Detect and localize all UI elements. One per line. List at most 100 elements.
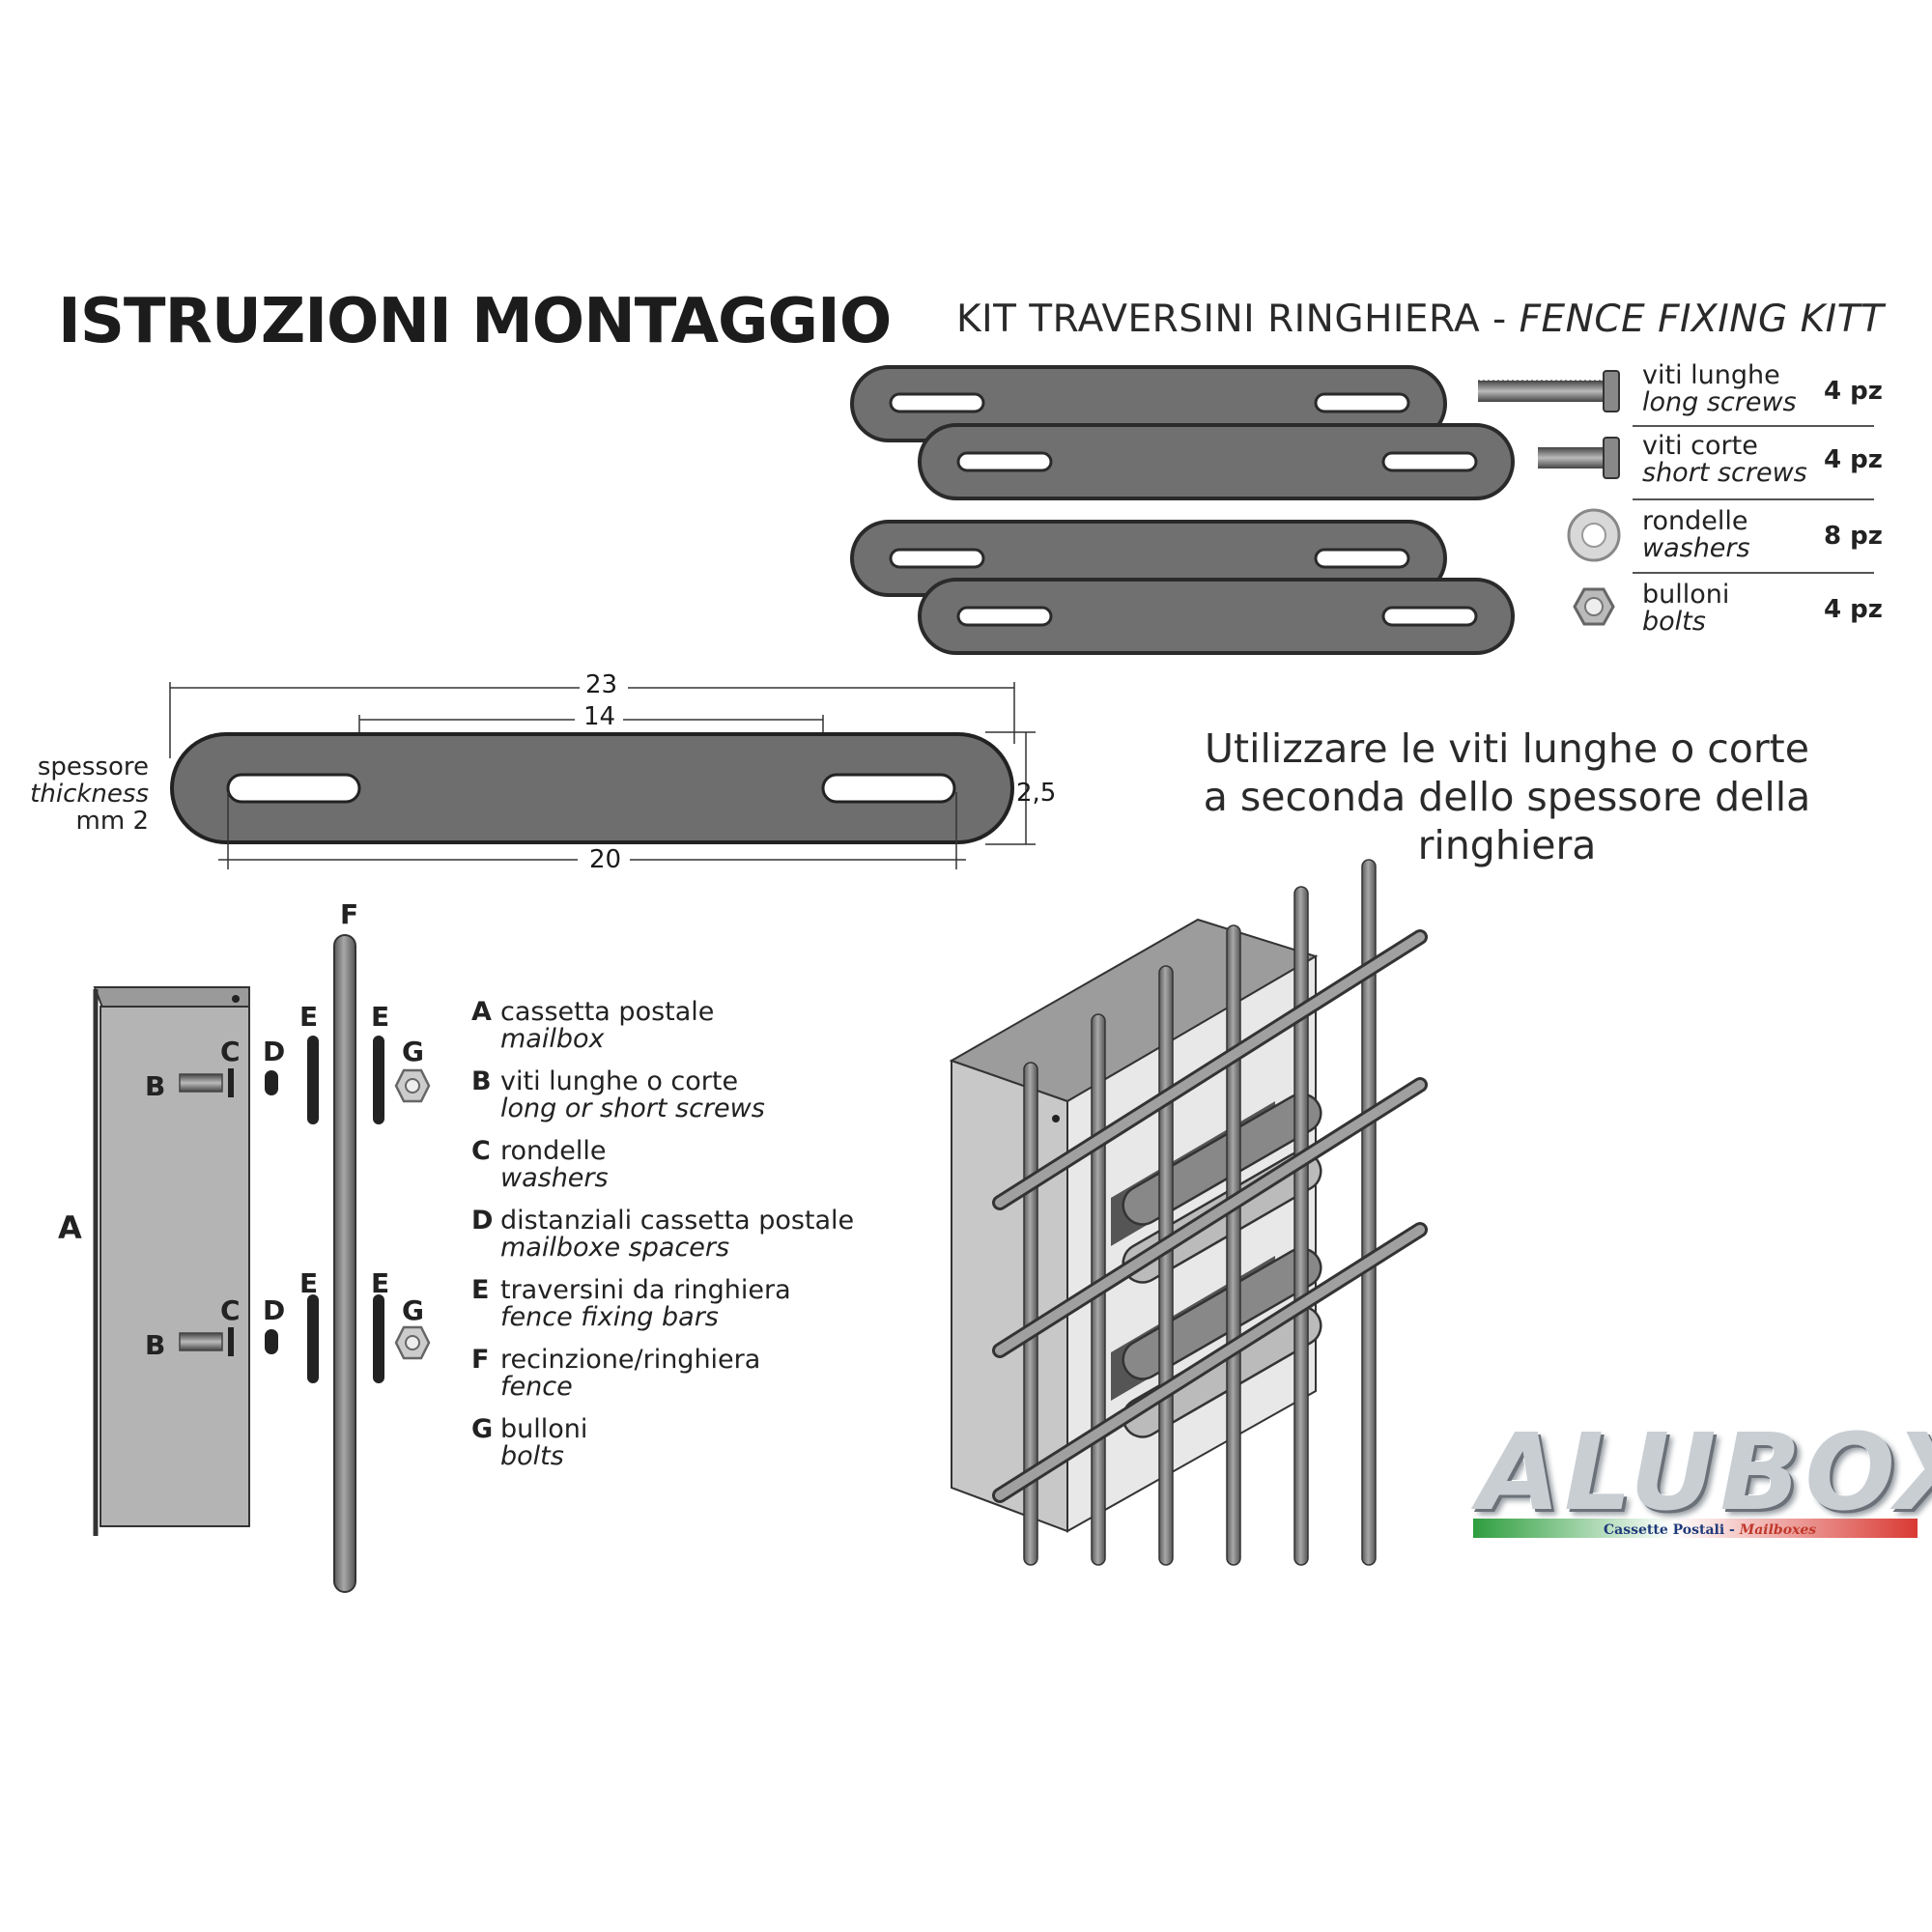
part-label-b: B (145, 1329, 166, 1361)
legend-label-en: mailboxe spacers (500, 1233, 730, 1263)
bar-right-bottom (373, 1294, 384, 1383)
dimension-hole-span: 20 (589, 845, 622, 874)
part-label-c: C (220, 1036, 241, 1067)
legend-label-en: fence (500, 1372, 573, 1402)
legend-letter: C (471, 1136, 491, 1166)
mailbox-side (93, 986, 250, 1536)
brand-tagline: Cassette Postali - Mailboxes (1604, 1522, 1816, 1538)
part-label-a: A (58, 1209, 82, 1246)
thickness-it: spessore (37, 753, 149, 781)
divider (1633, 572, 1874, 574)
legend-label-it: recinzione/ringhiera (500, 1345, 761, 1375)
divider (1633, 498, 1874, 500)
legend-label-it: rondelle (500, 1136, 607, 1166)
thickness-label: spessore thickness mm 2 (29, 753, 149, 835)
instruction-line-2: a seconda dello spessore della ringhiera (1203, 774, 1811, 868)
instruction-line-1: Utilizzare le viti lunghe o corte (1205, 725, 1809, 772)
exploded-side-view (93, 934, 431, 1593)
part-label-g: G (402, 1036, 424, 1067)
bar-right-top (373, 1036, 384, 1124)
thickness-value: mm 2 (75, 807, 149, 836)
legend-label-en: bolts (500, 1441, 564, 1471)
hardware-qty: 4 pz (1824, 445, 1883, 474)
part-label-e: E (299, 1267, 319, 1299)
fixing-bar (850, 520, 1447, 597)
hardware-label-it: bulloni (1642, 580, 1730, 610)
legend-letter: B (471, 1066, 492, 1096)
legend-letter: G (471, 1414, 494, 1444)
legend-letter: E (471, 1275, 490, 1305)
part-label-f: F (340, 898, 359, 930)
part-label-b: B (145, 1070, 166, 1102)
screw-bottom (179, 1327, 234, 1356)
page-title: ISTRUZIONI MONTAGGIO (58, 286, 892, 357)
kit-title-it: KIT TRAVERSINI RINGHIERA - (956, 298, 1520, 341)
hardware-qty: 4 pz (1824, 377, 1883, 406)
dimension-slot-spacing: 14 (583, 702, 616, 731)
nut-top (394, 1068, 431, 1103)
hardware-label-en: washers (1642, 533, 1750, 563)
part-label-d: D (263, 1294, 286, 1326)
bar-left-top (307, 1036, 319, 1124)
brand-tagline-en: Mailboxes (1739, 1522, 1817, 1538)
hardware-label-it: viti lunghe (1642, 360, 1780, 390)
legend-label-it: cassetta postale (500, 997, 715, 1027)
hardware-label-it: viti corte (1642, 431, 1758, 461)
spacer-bottom (265, 1329, 278, 1354)
hardware-item-long-screws: viti lunghe long screws (1642, 362, 1797, 416)
hardware-qty: 8 pz (1824, 522, 1883, 551)
part-label-e: E (371, 1001, 390, 1033)
hardware-item-short-screws: viti corte short screws (1642, 433, 1807, 487)
brand-logo: ALUBOX (1478, 1410, 1932, 1534)
legend-label-it: bulloni (500, 1414, 588, 1444)
nut-icon (1573, 587, 1615, 626)
kit-fixing-bars (850, 365, 1515, 655)
hardware-label-en: bolts (1642, 607, 1706, 637)
hardware-item-washers: rondelle washers (1642, 508, 1750, 562)
part-label-d: D (263, 1036, 286, 1067)
legend-label-en: mailbox (500, 1024, 605, 1054)
legend-letter: F (471, 1345, 490, 1375)
legend-label-en: long or short screws (500, 1094, 765, 1123)
short-screw-icon (1538, 437, 1620, 479)
legend-letter: D (471, 1206, 494, 1236)
spacer-top (265, 1070, 278, 1095)
fixing-bar (918, 423, 1515, 500)
hardware-label-en: long screws (1642, 387, 1797, 417)
brand-tricolor-band (1473, 1519, 1918, 1538)
legend-label-it: traversini da ringhiera (500, 1275, 791, 1305)
washer-icon (1567, 508, 1621, 562)
nut-bottom (394, 1325, 431, 1360)
dimension-height: 2,5 (1016, 779, 1057, 808)
part-label-e: E (371, 1267, 390, 1299)
legend-label-it: viti lunghe o corte (500, 1066, 739, 1096)
thickness-en: thickness (30, 780, 149, 809)
assembly-3d-view (949, 859, 1428, 1566)
legend-label-it: distanziali cassetta postale (500, 1206, 855, 1236)
hardware-label-it: rondelle (1642, 506, 1748, 536)
legend-letter: A (471, 997, 492, 1027)
legend-label-en: washers (500, 1163, 609, 1193)
dimensioned-bar (169, 682, 1036, 869)
instruction-text: Utilizzare le viti lunghe o corte a seco… (1111, 724, 1903, 869)
bar-left-bottom (307, 1294, 319, 1383)
divider (1633, 425, 1874, 427)
screw-top (179, 1068, 234, 1097)
fixing-bar (850, 365, 1447, 442)
hardware-label-en: short screws (1642, 458, 1807, 488)
part-label-c: C (220, 1294, 241, 1326)
brand-tagline-it: Cassette Postali - (1604, 1522, 1740, 1538)
fixing-bar (918, 578, 1515, 655)
legend-label-en: fence fixing bars (500, 1302, 719, 1332)
long-screw-icon (1478, 370, 1620, 412)
kit-title: KIT TRAVERSINI RINGHIERA - FENCE FIXING … (956, 298, 1884, 341)
dimension-length: 23 (585, 670, 618, 699)
fence-rod (333, 934, 356, 1593)
